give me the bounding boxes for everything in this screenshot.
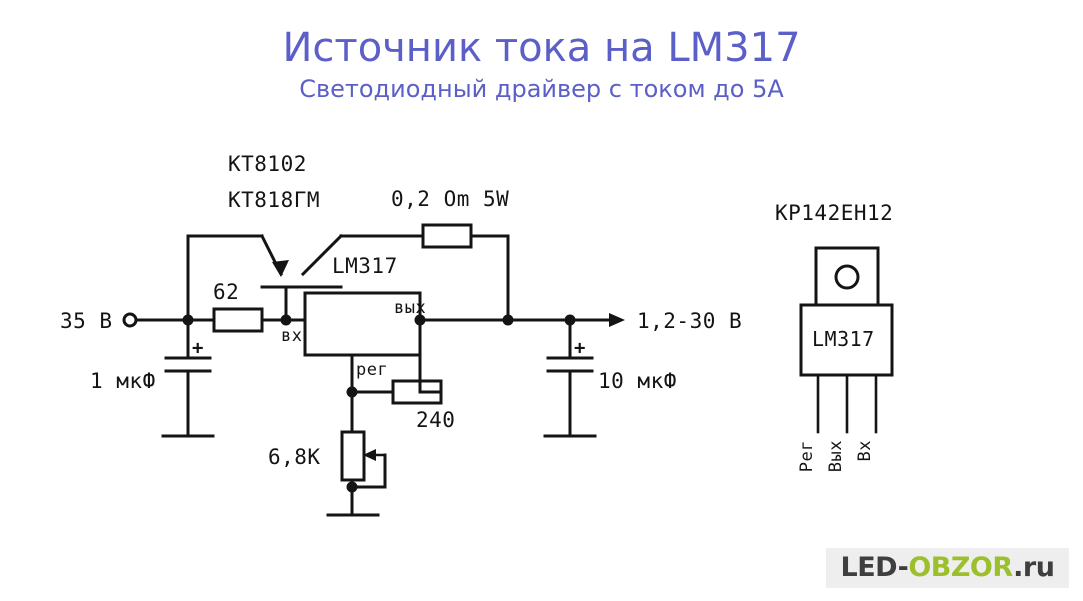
regulator-pin-adj-label: рег [356,360,388,380]
cap-out-polarity: + [574,337,586,359]
package-mounting-hole [834,264,860,290]
watermark-part-3: .ru [1013,552,1055,583]
cap-in-polarity: + [192,337,204,359]
watermark-part-2: OBZOR [908,552,1014,583]
regulator-body [303,291,422,357]
transistor-emitter-arrow [272,260,289,277]
output-arrow-head [609,313,625,327]
wire-wiper-to-bottom [350,453,387,489]
resistor-240-label: 240 [416,408,455,432]
output-voltage-label: 1,2-30 В [637,309,742,333]
transistor-label-1: КТ8102 [228,152,307,176]
resistor-sense-label: 0,2 Om 5W [391,187,509,211]
potentiometer-label: 6,8К [268,445,321,469]
watermark: LED-OBZOR.ru [826,548,1069,588]
resistor-sense-body [421,223,473,249]
resistor-62-label: 62 [213,280,239,304]
watermark-part-1: LED- [840,552,909,583]
transistor-collector-lead [300,233,344,277]
regulator-pin-in-label: вх [281,326,302,346]
potentiometer-body [340,430,366,482]
transistor-label-2: КТ818ГМ [228,188,320,212]
cap-in-label: 1 мкФ [90,369,156,393]
resistor-62-body [212,307,264,333]
input-voltage-label: 35 В [60,309,113,333]
package-pin-label-3: Вх [855,440,875,461]
package-pin-label-2: Вых [826,440,846,472]
cap-out-label: 10 мкФ [598,369,677,393]
potentiometer-wiper-arrow [363,449,376,461]
wire-r240-to-output [418,318,443,394]
package-pin-label-1: Рег [797,440,817,472]
regulator-name: LM317 [332,254,398,278]
package-part-number: КР142ЕН12 [775,201,893,225]
regulator-pin-out-label: вых [394,298,426,318]
package-body-label: LM317 [812,327,875,351]
input-terminal [122,312,138,328]
